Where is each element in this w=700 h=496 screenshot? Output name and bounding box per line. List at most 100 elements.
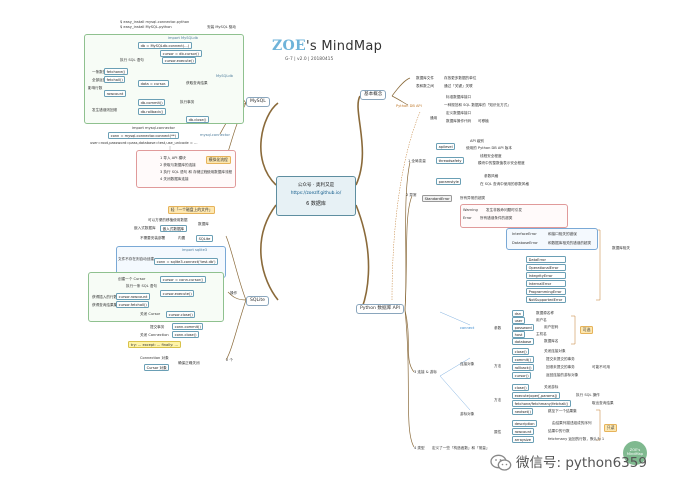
- sqlite-two-objects: 2 个: [226, 358, 234, 362]
- step-1: 1 导入 API 模块: [160, 156, 186, 160]
- mysqldb-fetchone[interactable]: fetchone(): [104, 68, 128, 76]
- branch-sqlite[interactable]: SQLite: [246, 296, 269, 306]
- sqlite-intro-label: 内置: [178, 236, 186, 240]
- api-attr-description-desc: 由结果列描述组成的序列: [552, 421, 592, 425]
- api-db-sub-2[interactable]: OperationalError: [526, 264, 566, 272]
- api-interface: InterfaceError: [512, 232, 537, 236]
- api-cursor-obj-label: 游标对象: [460, 412, 475, 416]
- api-conn-close[interactable]: close(): [512, 348, 530, 356]
- mysqldb-rollback[interactable]: db.rollback(): [138, 108, 166, 116]
- api-param-host[interactable]: host: [512, 331, 525, 339]
- sqlite-feature-3: 不需要安装部署: [140, 236, 166, 240]
- branch-python-api[interactable]: Python 数据库 API: [356, 304, 404, 314]
- api-param-user[interactable]: user: [512, 317, 526, 325]
- api-param-password[interactable]: password: [512, 324, 535, 332]
- branch-mysql[interactable]: MySQL: [246, 97, 270, 107]
- mysqldb-connect[interactable]: db = MySQLdb.connect(...): [138, 42, 192, 50]
- connector-conn[interactable]: conn = mysql.connector.connect(**): [108, 132, 179, 140]
- sqlite-cursor-obj[interactable]: Cursor 对象: [144, 364, 170, 372]
- api-connect-params-label: 参数: [494, 326, 502, 330]
- sqlite-fetchall-code[interactable]: cursor.fetchall(): [116, 301, 150, 309]
- basic-api-note4: 可移植: [478, 119, 489, 123]
- sqlite-cursor-create-code[interactable]: cursor = conn.cursor(): [160, 276, 206, 284]
- mysqldb-cursor[interactable]: cursor = db.cursor(): [160, 50, 202, 58]
- api-attr-rowcount-desc: 结果中的行数: [548, 429, 570, 433]
- api-db-sub-5[interactable]: ProgrammingError: [526, 288, 566, 296]
- api-attr-rowcount[interactable]: rowcount: [512, 428, 534, 436]
- api-param-database[interactable]: database: [512, 338, 534, 346]
- sqlite-exec-label: 执行一条 SQL 语句: [126, 284, 157, 288]
- api-db-sub-4[interactable]: InternalError: [526, 280, 566, 288]
- api-apilevel[interactable]: apilevel: [436, 143, 456, 151]
- sqlite-close-conn-code[interactable]: conn.close(): [172, 331, 200, 339]
- sqlite-exec-code[interactable]: cursor.execute(): [160, 290, 195, 298]
- branch-basic[interactable]: 基本概念: [360, 90, 387, 100]
- api-threadsafety[interactable]: threadsafety: [436, 157, 465, 165]
- api-standarderror[interactable]: StandardError: [422, 195, 453, 203]
- api-paramstyle-desc: 在 SQL 查询中使用的参数风格: [480, 182, 529, 186]
- basic-api-note2: 定义数据库接口: [446, 111, 472, 115]
- sqlite-intro-code[interactable]: SQLite: [196, 235, 213, 243]
- api-paramstyle[interactable]: paramstyle: [436, 178, 462, 186]
- api-db-sub-label: 数据库相关: [612, 246, 630, 250]
- center-line1: 公众号 · 奥利又是: [297, 183, 335, 188]
- mysqldb-fetchall[interactable]: fetchall(): [104, 76, 126, 84]
- api-conn-close-desc: 关闭连接对象: [544, 349, 566, 353]
- sqlite-connect[interactable]: conn = sqlite3.connect('test.db'): [154, 258, 219, 266]
- api-param-dsn-desc: 数据源名称: [536, 311, 554, 315]
- api-conn-commit[interactable]: commit(): [512, 356, 534, 364]
- sqlite-rowcount-label: 获得插入的行数: [92, 295, 118, 299]
- api-threadsafety-note: 线程安全程度: [480, 154, 502, 158]
- api-db-sub-6[interactable]: NotSupportedError: [526, 296, 566, 304]
- basic-api-note3: 数据库操作代码: [446, 119, 472, 123]
- api-attr-description[interactable]: description: [512, 420, 538, 428]
- mysqldb-data-cursor[interactable]: data = cursor.: [138, 80, 169, 88]
- api-sub-errors-panel: [506, 228, 598, 250]
- mysqldb-label: MySQLdb: [216, 74, 233, 78]
- api-attr-arraysize-desc: fetchmany 返回的行数，默认为 1: [548, 437, 605, 441]
- sqlite-feature-embedded[interactable]: 嵌入式数据库: [160, 225, 187, 233]
- api-cursor-fetch[interactable]: fetchone/fetchmany/fetchall(): [512, 400, 571, 408]
- api-conn-cursor-desc: 返回连接的游标对象: [546, 373, 579, 377]
- api-db-sub-1[interactable]: DataError: [526, 256, 566, 264]
- api-attr-arraysize[interactable]: arraysize: [512, 436, 534, 444]
- api-conn-methods-label: 方法: [494, 364, 502, 368]
- sqlite-ops-label: 操作: [230, 291, 238, 295]
- api-cursor-close[interactable]: close(): [512, 384, 530, 392]
- api-param-dsn[interactable]: dsn: [512, 310, 524, 318]
- api-param-user-desc: 用户名: [536, 318, 547, 322]
- mysqldb-fetchone-note: 一条数据: [92, 70, 107, 74]
- sqlite-close-cursor-code[interactable]: cursor.close(): [166, 311, 196, 319]
- api-interface-desc: 和接口相关的错误: [548, 232, 577, 236]
- api-warning-desc: 发生非致命问题时引发: [486, 208, 522, 212]
- sqlite-rowcount-code[interactable]: cursor.rowcount: [116, 293, 150, 301]
- mysqldb-execute[interactable]: cursor.execute(): [162, 57, 197, 65]
- steps-note: 使用数据库流程: [207, 170, 233, 174]
- basic-db-api-label: 标准数据库接口: [446, 95, 472, 99]
- sqlite-connect-note: 文件不存在则自动创建: [118, 257, 154, 261]
- api-cursor-execute[interactable]: execute(oper[,params]): [512, 392, 560, 400]
- connector-import: import mysql.connector: [132, 126, 175, 130]
- api-conn-cursor[interactable]: cursor(): [512, 372, 532, 380]
- api-conn-rollback[interactable]: rollback(): [512, 364, 535, 372]
- sqlite-commit-code[interactable]: conn.commit(): [172, 323, 204, 331]
- mysqldb-rowcount[interactable]: rowcount: [104, 90, 126, 98]
- api-connect-label: connect: [460, 326, 475, 330]
- mysqldb-commit[interactable]: db.commit(): [138, 99, 166, 107]
- center-node[interactable]: 公众号 · 奥利又是 https://zoezlf.github.io/ 6 数…: [276, 176, 356, 216]
- sqlite-fetchall-label: 获得查询结果集: [92, 303, 118, 307]
- basic-desc-2: 通过「关键」关联: [444, 84, 473, 88]
- center-topic: 6 数据库: [306, 201, 326, 207]
- api-section-2: 2 异常: [406, 193, 417, 197]
- sqlite-tip: 轻「一个磁盘上的文件」: [168, 206, 216, 214]
- api-param-database-desc: 数据库名: [544, 339, 559, 343]
- api-cursor-execute-desc: 执行 SQL 操作: [576, 393, 600, 397]
- mysqldb-close[interactable]: db.close(): [186, 116, 209, 124]
- sqlite-handle-note: 确保正确关闭: [178, 361, 200, 365]
- basic-api-general: 通用: [430, 116, 438, 120]
- sqlite-cursor-create: 创建一个 Cursor: [118, 277, 146, 281]
- api-database-desc: 和数据库相关的错误的超类: [548, 241, 592, 245]
- api-db-sub-3[interactable]: IntegrityError: [526, 272, 566, 280]
- sqlite-close-conn-label: 关闭 Connection: [140, 333, 169, 337]
- api-cursor-nextset[interactable]: nextset(): [512, 408, 534, 416]
